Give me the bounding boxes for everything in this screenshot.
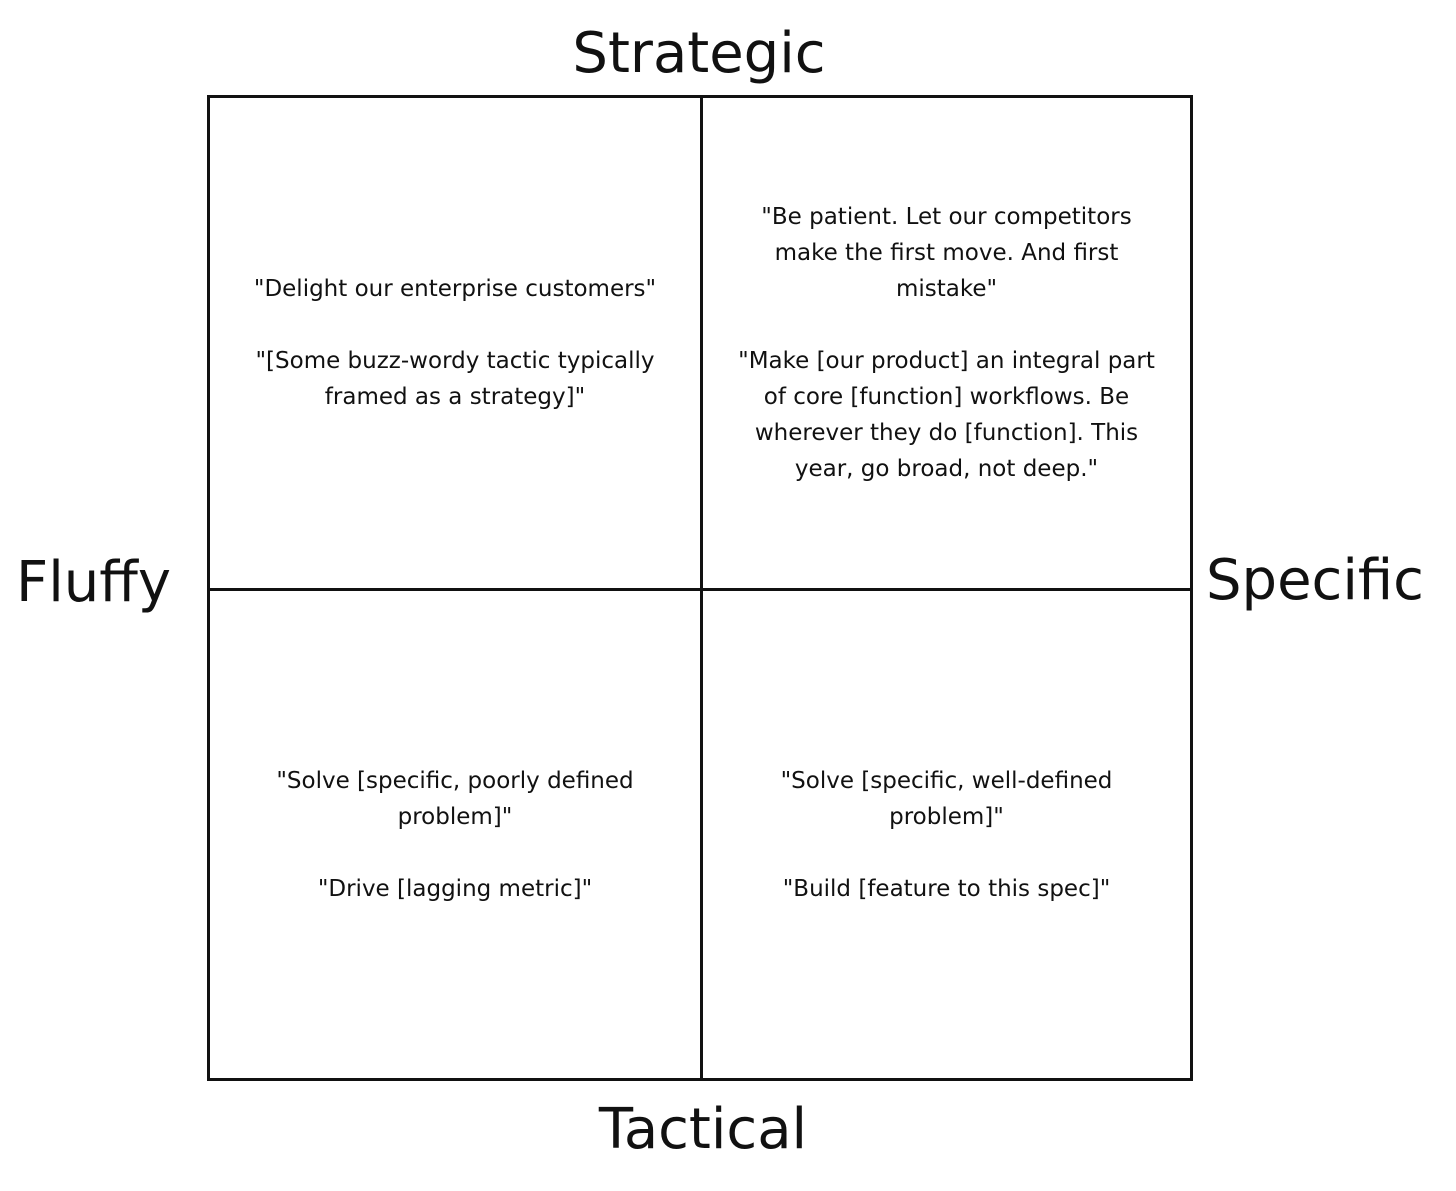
quadrant-tactical-fluffy: "Solve [specific, poorly defined problem… [210,591,700,1078]
horizontal-divider [210,588,1190,591]
statement: "Be patient. Let our competitors make th… [761,204,1132,302]
statement: "Build [feature to this spec]" [782,875,1111,902]
statement: "[Some buzz-wordy tactic typically frame… [255,348,655,410]
quadrant-matrix: "Delight our enterprise customers" "[Som… [207,95,1193,1081]
quadrant-strategic-fluffy: "Delight our enterprise customers" "[Som… [210,98,700,588]
axis-label-tactical: Tactical [598,1097,808,1162]
statement: "Solve [specific, well-defined problem]" [780,767,1113,830]
statement: "Drive [lagging metric]" [317,875,593,902]
statement: "Delight our enterprise customers" [253,276,657,302]
quadrant-tactical-specific: "Solve [specific, well-defined problem]"… [703,591,1190,1078]
axis-label-specific: Specific [1206,548,1424,613]
statement: "Make [our product] an integral part of … [738,348,1155,482]
quadrant-strategic-specific: "Be patient. Let our competitors make th… [703,98,1190,588]
axis-label-fluffy: Fluffy [16,550,171,615]
statement: "Solve [specific, poorly defined problem… [276,767,634,830]
axis-label-strategic: Strategic [572,21,826,86]
